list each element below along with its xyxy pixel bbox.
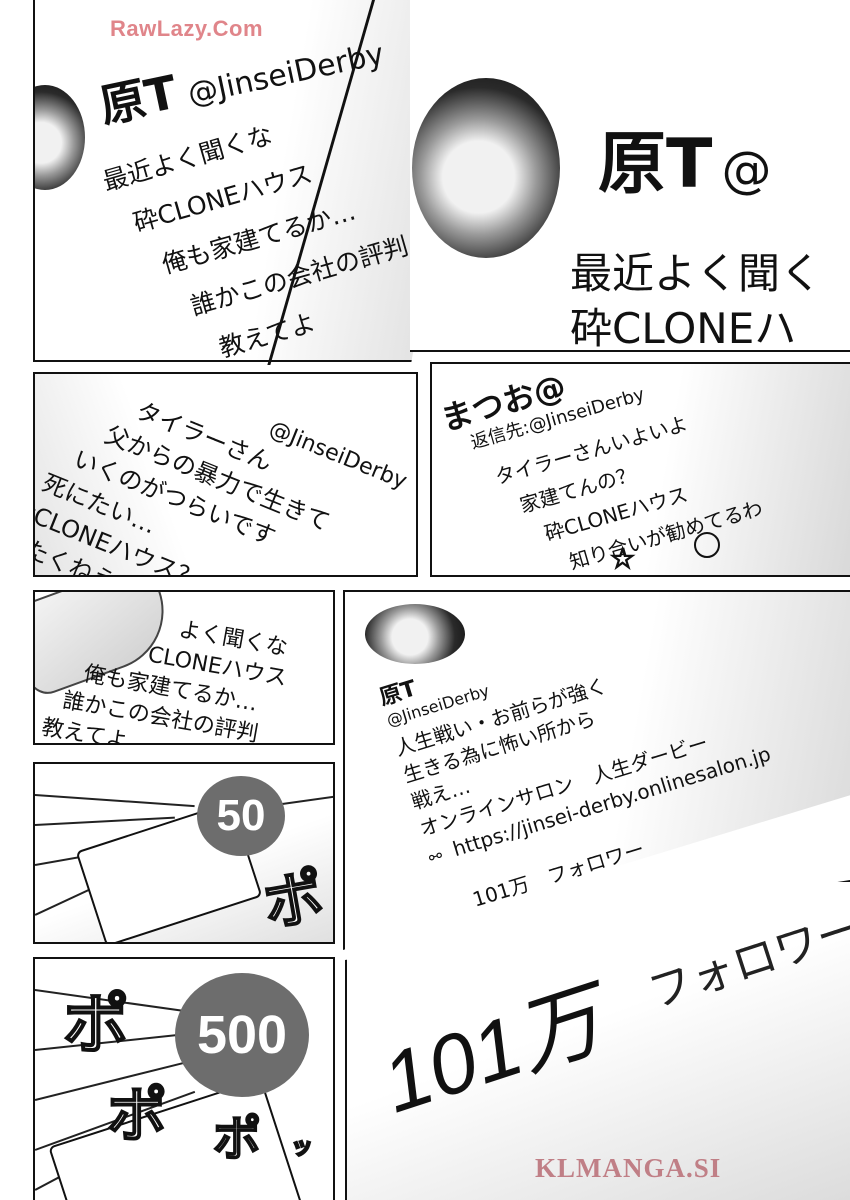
watermark-top: RawLazy.Com — [110, 16, 264, 41]
panel-matsuo-reply: まつお@ 返信先:@JinseiDerby タイラーさんいよいよ 家建てんの？ … — [430, 362, 850, 577]
tweet-body: @JinseiDerby タイラーさん 父からの暴力で生きて いくのがつらいです… — [35, 374, 411, 575]
panel-mail-notification-500: 500 ポ ポ ポ ッ — [33, 957, 335, 1200]
panel-tweet-large: 原T @ 最近よく聞く 砕CLONEハ — [410, 0, 850, 352]
watermark-bottom: KLMANGA.SI — [535, 1153, 722, 1183]
tweet-body: よく聞くな CLONEハウス 俺も家建てるか… 誰かこの会社の評判 教えてよ — [40, 598, 294, 743]
link-icon: ⚯ — [426, 845, 445, 868]
avatar — [365, 604, 465, 664]
notification-badge: 50 — [197, 776, 285, 856]
author-name: 原T — [94, 64, 182, 134]
sound-effect: ポ — [62, 985, 130, 1064]
follower-label-large: フォロワー — [642, 902, 850, 1019]
author-name: 原T @ — [598, 108, 771, 207]
avatar — [412, 78, 560, 258]
at-symbol: @ — [721, 141, 772, 199]
sound-effect: ポ — [257, 860, 330, 941]
sound-effect: ポ — [212, 1110, 262, 1168]
tweet-line: 砕CLONEハ — [570, 304, 797, 352]
avatar — [35, 85, 85, 190]
follower-count-large: 101万 — [371, 971, 614, 1131]
speed-line — [274, 795, 333, 806]
panel-tweet-closeup: 原T @JinseiDerby 最近よく聞くな 砕CLONEハウス 俺も家建てる… — [33, 0, 473, 362]
panel-reply-tweet: @JinseiDerby タイラーさん 父からの暴力で生きて いくのがつらいです… — [33, 372, 418, 577]
panel-finger-scroll: よく聞くな CLONEハウス 俺も家建てるか… 誰かこの会社の評判 教えてよ — [33, 590, 335, 745]
author-name-text: 原T — [598, 125, 713, 204]
notification-badge: 500 — [175, 973, 309, 1097]
tweet-line: 最近よく聞く — [570, 249, 823, 298]
speed-line — [35, 794, 195, 807]
panel-follower-closeup: 101万 フォロワー — [345, 880, 850, 1200]
star-icon[interactable]: ☆ — [609, 541, 636, 575]
sound-effect: ポ — [106, 1080, 168, 1152]
retweet-icon[interactable] — [694, 532, 720, 558]
panel-mail-notification-50: 50 ポ — [33, 762, 335, 944]
sound-effect: ッ — [290, 1134, 314, 1161]
speed-line — [35, 816, 175, 826]
